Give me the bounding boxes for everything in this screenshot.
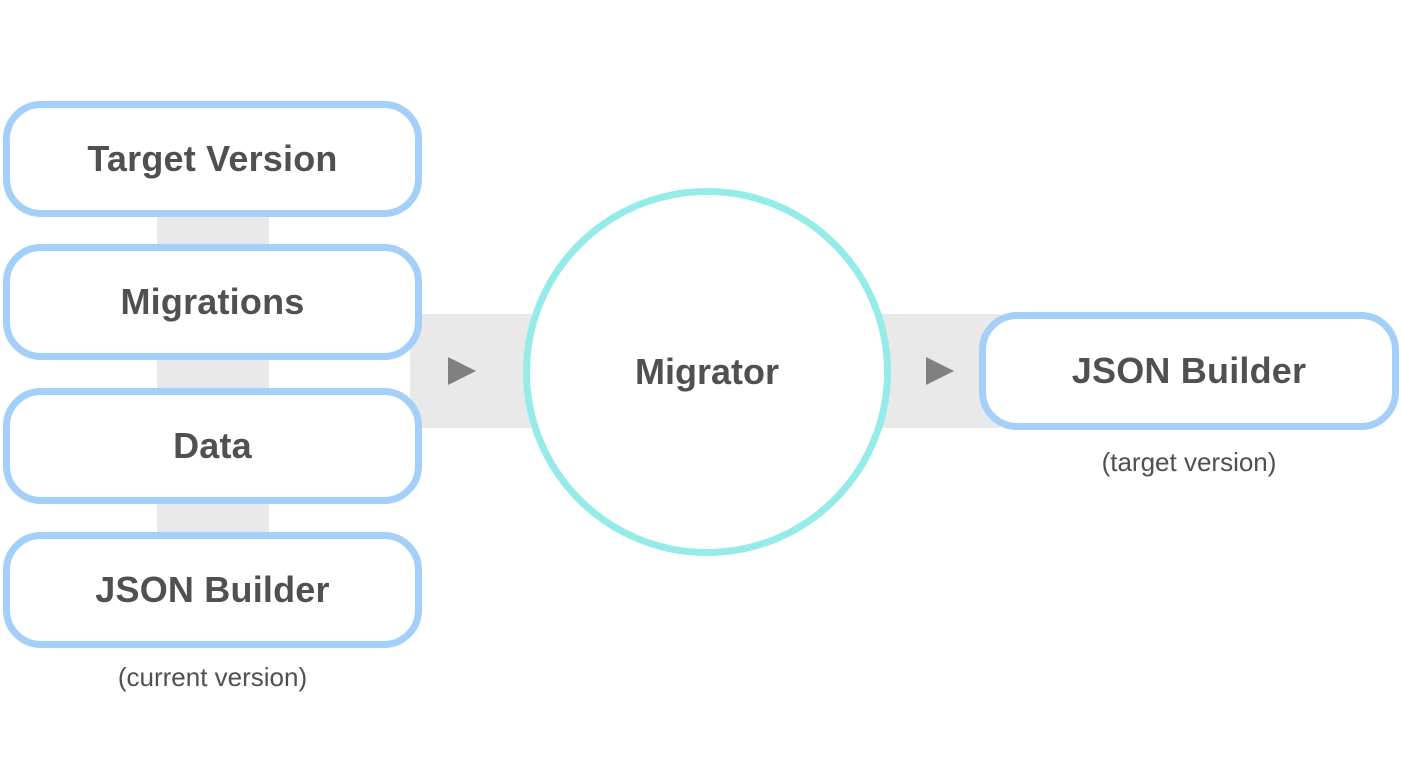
json-builder-target-label: JSON Builder <box>1071 350 1307 391</box>
migrations-box: Migrations <box>3 244 422 360</box>
target-version-caption: (target version) <box>1101 447 1277 477</box>
target-version-label: Target Version <box>87 138 338 179</box>
arrow-right-icon-output <box>926 357 954 385</box>
target-version-box: Target Version <box>3 101 422 217</box>
migrator-circle: Migrator <box>523 188 891 556</box>
migrations-label: Migrations <box>120 281 305 322</box>
json-builder-current-label: JSON Builder <box>95 569 330 610</box>
data-label: Data <box>173 425 252 466</box>
current-version-caption: (current version) <box>117 662 308 692</box>
json-builder-current-box: JSON Builder <box>3 532 422 648</box>
json-builder-target-box: JSON Builder <box>979 312 1399 430</box>
arrow-right-icon-input <box>448 357 476 385</box>
migrator-label: Migrator <box>635 351 779 392</box>
data-box: Data <box>3 388 422 504</box>
